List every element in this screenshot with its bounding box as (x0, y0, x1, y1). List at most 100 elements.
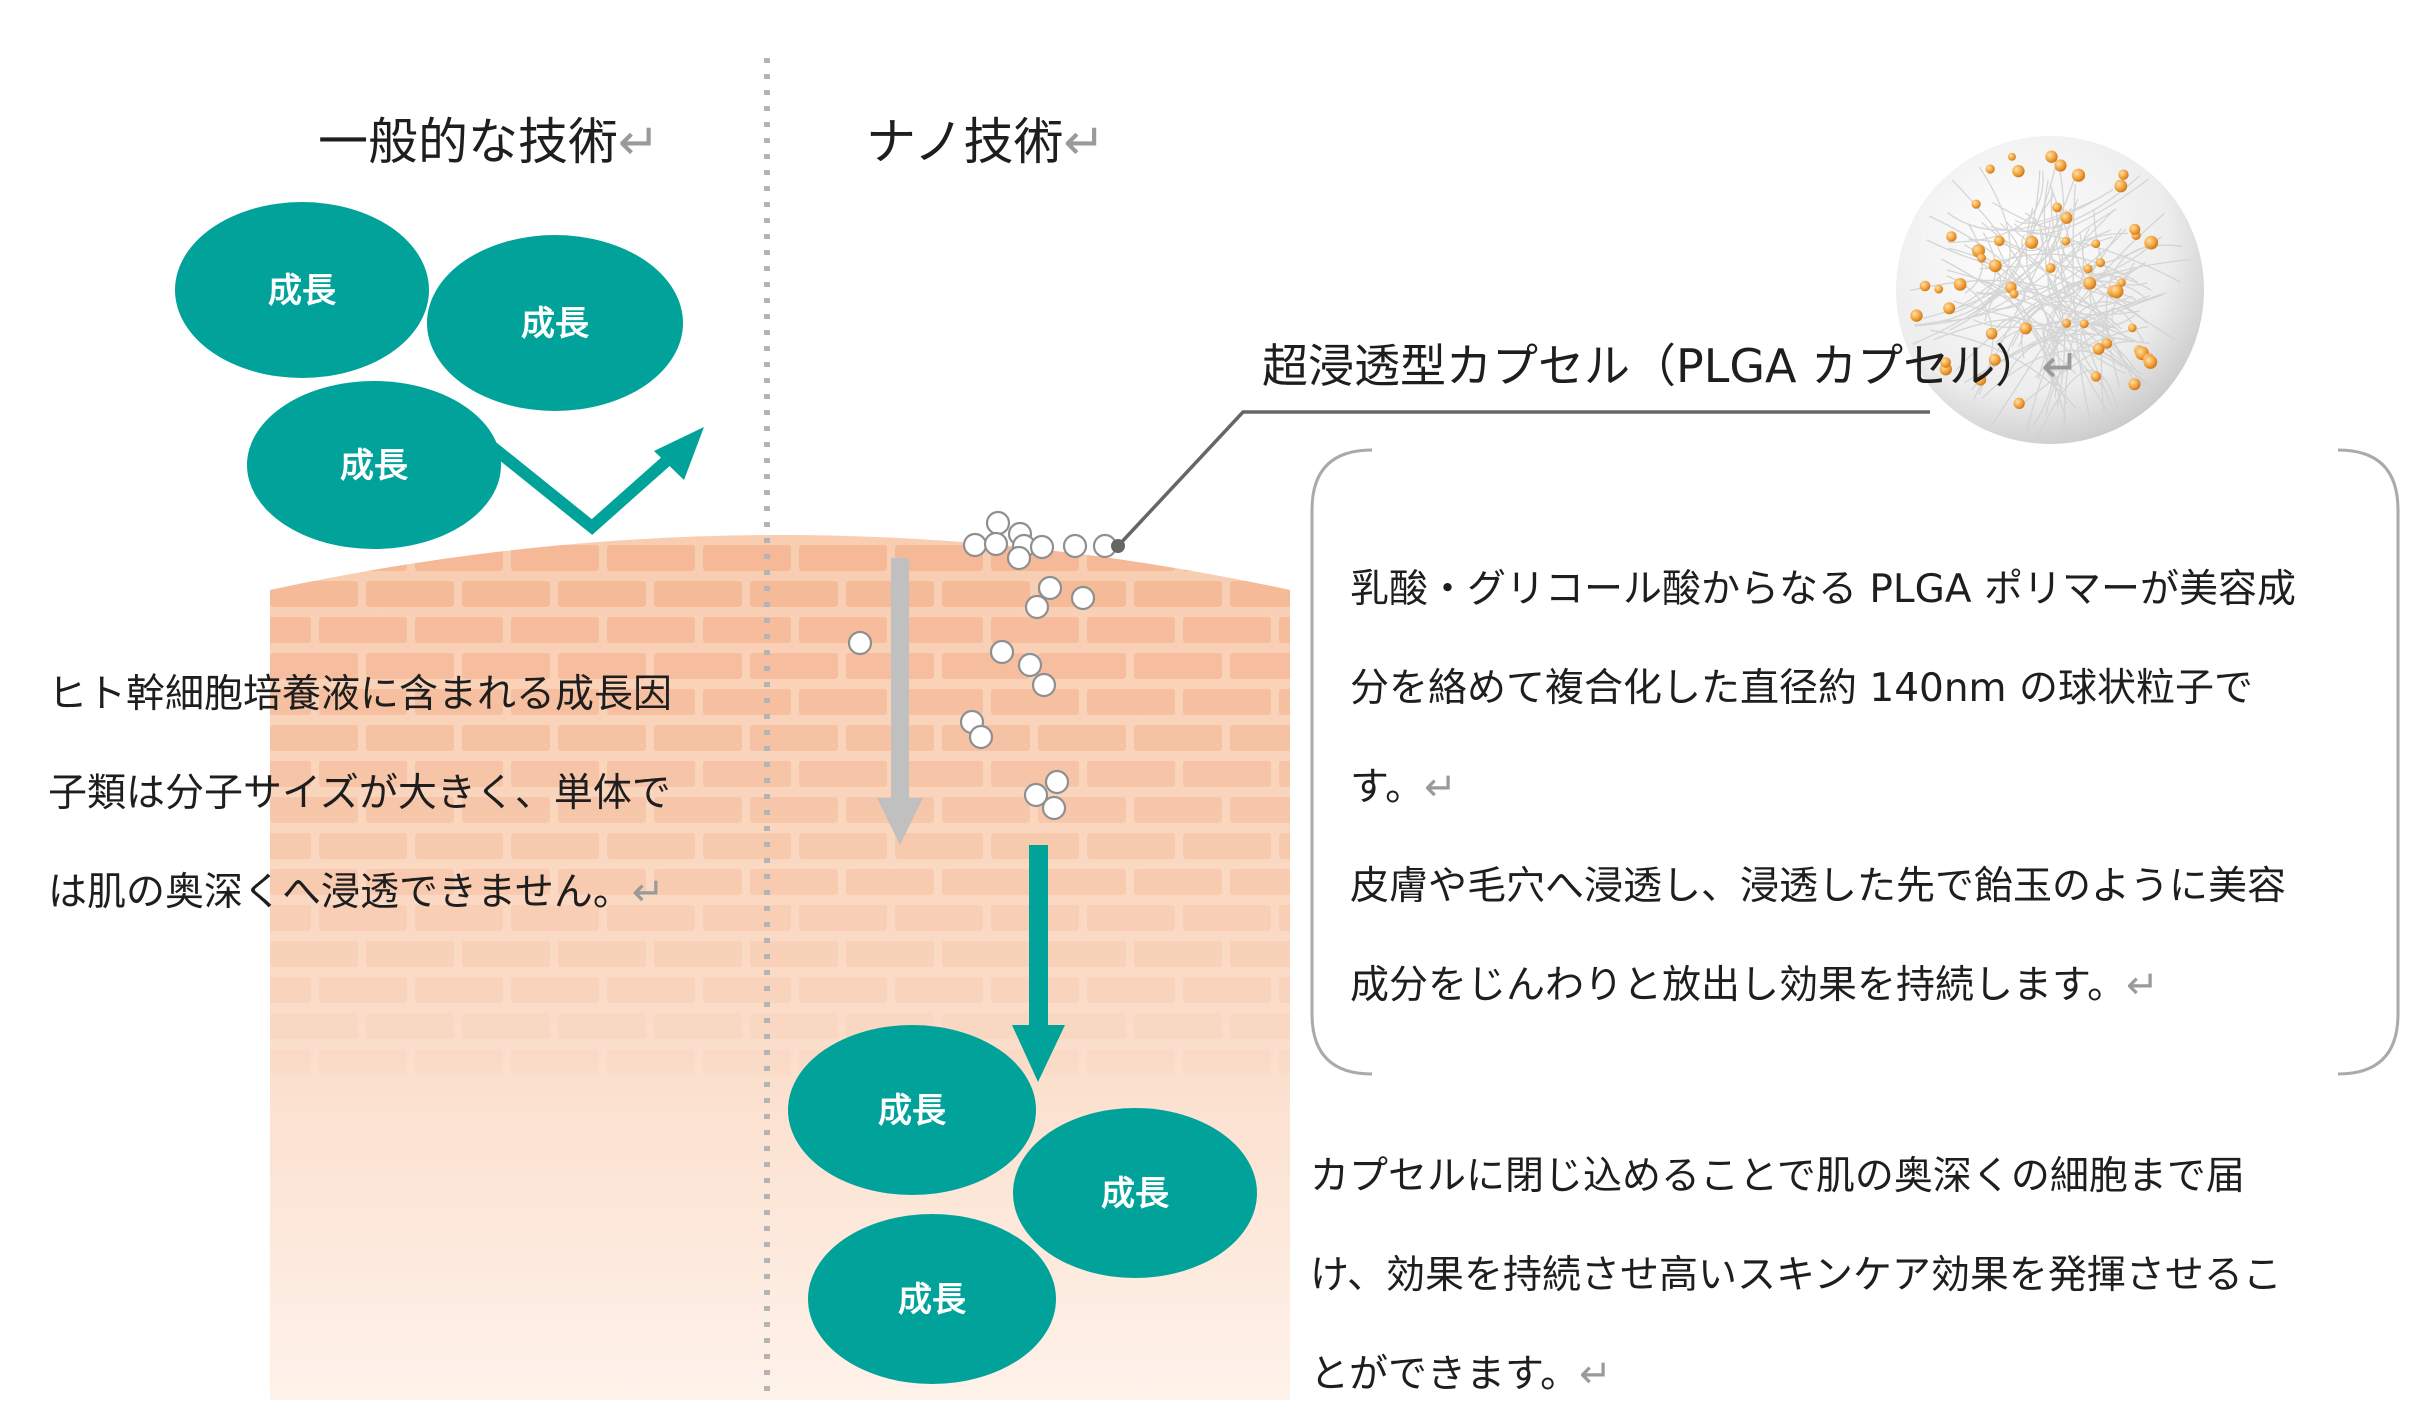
skin-brick (558, 653, 646, 679)
skin-brick (750, 797, 838, 823)
growth-factor-oval (247, 381, 501, 549)
skin-brick (607, 833, 695, 859)
bottom-description-segment: とができます。 (1310, 1352, 1580, 1397)
capsule-fiber (2054, 325, 2149, 398)
growth-factor-oval (175, 202, 429, 378)
skin-brick (270, 977, 311, 1003)
skin-brick (366, 941, 454, 967)
capsule-fiber (2057, 281, 2137, 425)
skin-brick (270, 725, 358, 751)
capsule-particle (1024, 594, 1050, 620)
capsule-dot (2061, 236, 2071, 246)
skin-brick (558, 869, 646, 895)
growth-factor-oval (427, 235, 683, 411)
skin-brick (1087, 1049, 1175, 1075)
skin-brick (1230, 797, 1290, 823)
growth-factor-label: 成長 (340, 446, 409, 486)
box-text-line: 乳酸・グリコール酸からなる PLGA ポリマーが美容成 (1350, 567, 2296, 612)
capsule-dot (2117, 278, 2126, 287)
skin-brick (1087, 977, 1175, 1003)
growth-factor-label: 成長 (268, 271, 337, 311)
skin-brick (991, 689, 1079, 715)
skin-brick (1134, 1013, 1222, 1039)
bottom-description-line: とができます。↵ (1310, 1325, 2410, 1424)
capsule-fiber (1992, 228, 2123, 424)
skin-brick (319, 905, 407, 931)
skin-brick (270, 797, 358, 823)
capsule-dot (1971, 199, 1981, 209)
capsule-particle (1017, 652, 1043, 678)
skin-brick (895, 689, 983, 715)
right-heading: ナノ技術↵ (866, 112, 1105, 172)
skin-brick (1183, 761, 1271, 787)
skin-brick (1134, 653, 1222, 679)
skin-brick (750, 653, 838, 679)
skin-brick (511, 689, 599, 715)
skin-brick (1230, 941, 1290, 967)
skin-brick (366, 653, 454, 679)
left-description-line: は肌の奥深くへ浸透できません。↵ (48, 843, 748, 942)
capsule-dots (1910, 150, 2159, 409)
capsule-fiber (1947, 170, 2044, 244)
teal-arrow-shaft (1029, 845, 1048, 1025)
skin-brick (1183, 545, 1271, 571)
capsule-particle (847, 630, 873, 656)
skin-brick (799, 833, 887, 859)
skin-brick (558, 581, 646, 607)
capsule-fiber (1995, 272, 2130, 344)
skin-brick (750, 941, 838, 967)
skin-brick (750, 581, 838, 607)
capsule-fiber (2093, 210, 2148, 286)
skin-brick (846, 653, 934, 679)
paragraph-return-icon: ↵ (631, 870, 665, 915)
capsule-dot (2019, 322, 2032, 335)
skin-brick (366, 1013, 454, 1039)
skin-brick (654, 869, 742, 895)
skin-brick (270, 761, 311, 787)
skin-brick (270, 833, 311, 859)
capsule-dot (2101, 338, 2113, 349)
capsule-dot (2083, 264, 2093, 274)
capsule-particle (989, 639, 1015, 665)
skin-brick (1038, 941, 1126, 967)
callout-dot (1111, 539, 1125, 553)
skin-brick (511, 761, 599, 787)
capsule-fiber (1989, 316, 2055, 364)
capsule-fiber (1947, 188, 2114, 231)
skin-brick (270, 653, 358, 679)
capsule-dot (2007, 152, 2016, 161)
left-growth-factors: 成長 成長 成長 (175, 202, 704, 549)
capsule-label-text: 超浸透型カプセル（PLGA カプセル） (1262, 339, 2042, 393)
skin-brick (607, 1049, 695, 1075)
capsule-dot (1943, 302, 1956, 315)
capsule-dot (2060, 211, 2073, 224)
skin-brick (895, 905, 983, 931)
zigzag-arrow-shaft (486, 440, 686, 535)
skin-brick (415, 977, 503, 1003)
capsule-fiber (2105, 244, 2183, 388)
skin-brick (366, 581, 454, 607)
skin-brick (1183, 905, 1271, 931)
skin-brick (511, 1049, 599, 1075)
capsule-particle (985, 510, 1011, 536)
capsule-dot (1988, 353, 2001, 366)
skin-brick (703, 545, 791, 571)
left-heading: 一般的な技術↵ (318, 112, 660, 172)
skin-brick (799, 905, 887, 931)
skin-brick (415, 905, 503, 931)
capsule-fiber (1951, 179, 2055, 427)
capsule-dot (2114, 179, 2128, 193)
capsule-dot (2013, 397, 2025, 409)
capsule-dot (2128, 378, 2141, 391)
capsule-fiber (1955, 280, 2149, 371)
skin-brick (1183, 833, 1271, 859)
skin-brick (462, 1013, 550, 1039)
growth-factor-oval (788, 1025, 1036, 1195)
capsule-dot (2109, 284, 2124, 299)
skin-brick (799, 617, 887, 643)
skin-brick (1087, 689, 1175, 715)
skin-brick (1087, 905, 1175, 931)
skin-brick (319, 617, 407, 643)
skin-brick (654, 725, 742, 751)
skin-brick (270, 941, 358, 967)
